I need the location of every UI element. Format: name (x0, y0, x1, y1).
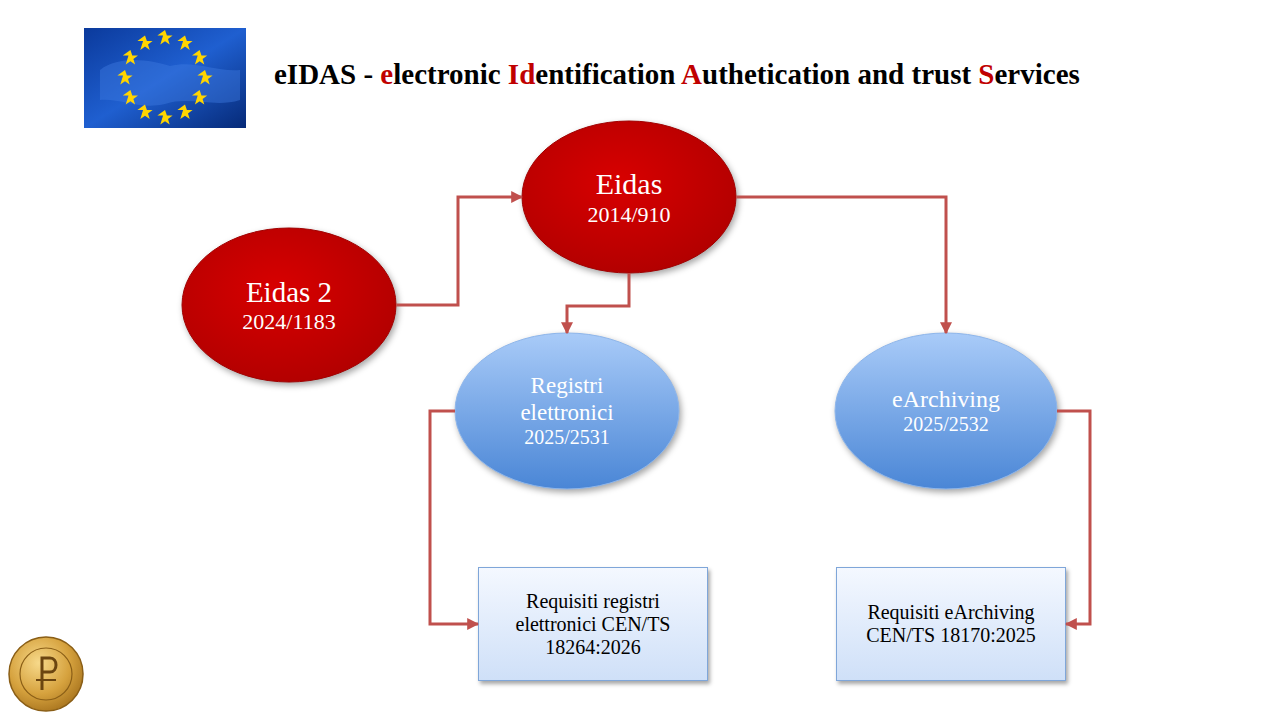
logo-seal (9, 637, 83, 711)
requirement-box: Requisiti registri elettronici CEN/TS 18… (478, 567, 708, 681)
diagram-title: eIDAS - electronic Identification Authet… (274, 58, 1080, 91)
node-number: 2024/1183 (242, 309, 335, 334)
node-heading: eArchiving (892, 386, 1000, 414)
regulation-ellipse: Eidas 22024/1183 (182, 228, 396, 382)
title-segment: eIDAS - (274, 58, 380, 90)
title-segment: lectronic (393, 58, 508, 90)
node-heading: Eidas (596, 167, 663, 202)
act-ellipse: eArchiving2025/2532 (835, 333, 1057, 489)
title-initial: S (978, 58, 994, 90)
node-number: 2025/2532 (903, 413, 989, 436)
act-ellipse: Registri elettronici2025/2531 (455, 333, 679, 489)
node-heading: Eidas 2 (246, 276, 332, 309)
title-initial: e (380, 58, 393, 90)
title-segment: ervices (994, 58, 1079, 90)
connector-arrow (430, 411, 478, 624)
node-number: 2014/910 (587, 202, 670, 227)
eu-flag (84, 28, 246, 128)
title-initial: A (681, 58, 702, 90)
node-heading: Requisiti registri elettronici CEN/TS 18… (493, 590, 693, 659)
title-segment: uthetication and trust (702, 58, 978, 90)
connector-arrow (567, 273, 629, 333)
requirement-box: Requisiti eArchiving CEN/TS 18170:2025 (836, 567, 1066, 681)
connector-arrow (1057, 411, 1090, 624)
title-segment: entification (535, 58, 681, 90)
regulation-ellipse: Eidas2014/910 (522, 121, 736, 273)
node-heading: Registri elettronici (502, 373, 632, 426)
connector-arrow (736, 197, 946, 333)
node-number: 2025/2531 (524, 426, 610, 449)
title-initial: Id (508, 58, 535, 90)
node-heading: Requisiti eArchiving CEN/TS 18170:2025 (851, 601, 1051, 647)
connector-arrow (396, 197, 522, 305)
